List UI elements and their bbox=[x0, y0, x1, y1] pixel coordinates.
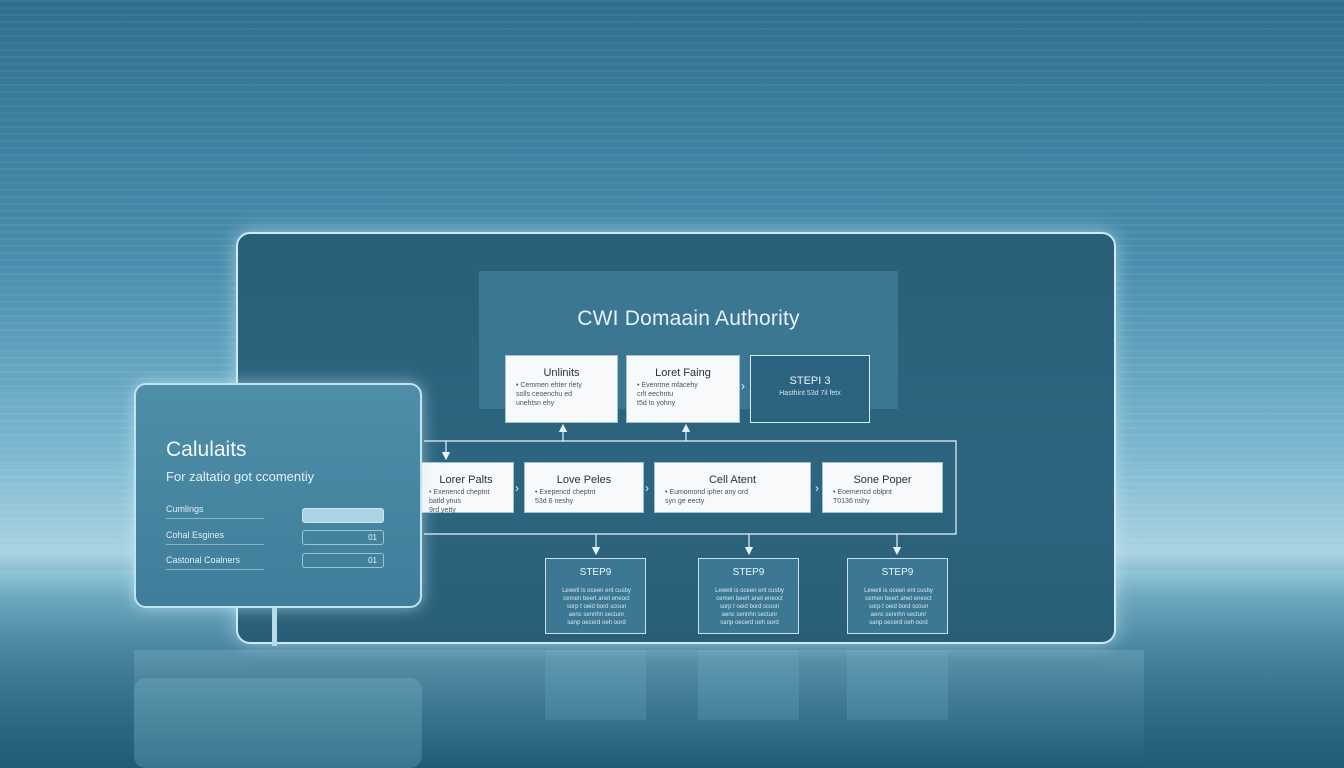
chevron-right-icon: › bbox=[645, 481, 649, 495]
step-description: Lewetl is oceen ent cusby cemen beert an… bbox=[562, 588, 631, 626]
card-title: Love Peles bbox=[556, 474, 612, 486]
step-title: STEP9 bbox=[881, 567, 914, 578]
step-description: Lewetl is oceen ent cusby cemen beert an… bbox=[715, 588, 784, 626]
calculator-input[interactable]: 01 bbox=[302, 530, 384, 545]
diagram-title: CWI Domaain Authority bbox=[577, 307, 800, 330]
card-description: Hasthint 53d 7il fetx bbox=[779, 390, 841, 397]
process-card: Lorer Palts • Exenencd cheptnt batld ynu… bbox=[418, 462, 514, 514]
frame-line bbox=[424, 440, 957, 535]
card-title: Lorer Palts bbox=[439, 474, 493, 486]
step-title: STEP9 bbox=[732, 567, 765, 578]
top-card-step: STEPI 3 Hasthint 53d 7il fetx bbox=[750, 355, 870, 423]
card-description: • Eoemencd oblpnt T0136 nshy bbox=[833, 489, 892, 505]
step-reflection bbox=[545, 650, 646, 720]
chevron-right-icon: › bbox=[741, 379, 745, 393]
chevron-right-icon: › bbox=[515, 481, 519, 495]
card-title: Sone Poper bbox=[853, 474, 912, 486]
card-title: Cell Atent bbox=[708, 474, 757, 486]
row-label: Cohal Esgines bbox=[166, 530, 264, 545]
calculator-input[interactable]: 01 bbox=[302, 553, 384, 568]
top-card: Loret Faing • Evenrme mfacehy crlt eechn… bbox=[626, 355, 740, 423]
card-description: • Exepencd cheptnt 53d 6 neshy bbox=[535, 489, 596, 505]
chevron-right-icon: › bbox=[815, 481, 819, 495]
calculator-panel bbox=[134, 383, 422, 608]
step-description: Lewetl is oceen ent cusby cemen beert an… bbox=[864, 588, 933, 626]
step-box: STEP9 Lewetl is oceen ent cusby cemen be… bbox=[545, 558, 646, 634]
panel-stand bbox=[272, 608, 277, 646]
card-description: • Eumomond ipher any ord syn ge eecty bbox=[665, 489, 748, 505]
card-description: • Evenrme mfacehy crlt eechntu t5d to yo… bbox=[637, 382, 698, 407]
card-description: • Cemmen ehter rlety solls ceoenchu ed u… bbox=[516, 382, 582, 407]
card-description: • Exenencd cheptnt batld ynus 9rd yetty bbox=[429, 489, 490, 514]
row-label: Cumlings bbox=[166, 504, 264, 519]
process-card: Love Peles • Exepencd cheptnt 53d 6 nesh… bbox=[524, 462, 644, 513]
calculator-title: Calulaits bbox=[166, 438, 247, 461]
step-reflection bbox=[847, 650, 948, 720]
process-card: Cell Atent • Eumomond ipher any ord syn … bbox=[654, 462, 811, 513]
step-box: STEP9 Lewetl is oceen ent cusby cemen be… bbox=[847, 558, 948, 634]
calculator-input[interactable] bbox=[302, 508, 384, 523]
row-label: Castonal Coalners bbox=[166, 555, 264, 570]
step-box: STEP9 Lewetl is oceen ent cusby cemen be… bbox=[698, 558, 799, 634]
step-title: STEP9 bbox=[579, 567, 612, 578]
calculator-subtitle: For zaltatio got ccomentiy bbox=[166, 469, 315, 484]
panel-reflection bbox=[134, 678, 422, 768]
process-card: Sone Poper • Eoemencd oblpnt T0136 nshy bbox=[822, 462, 943, 513]
top-card: Unlinits • Cemmen ehter rlety solls ceoe… bbox=[505, 355, 618, 423]
card-title: STEPI 3 bbox=[789, 375, 831, 387]
card-title: Unlinits bbox=[543, 367, 580, 379]
floor-reflection bbox=[134, 650, 1144, 768]
card-title: Loret Faing bbox=[655, 367, 711, 379]
step-reflection bbox=[698, 650, 799, 720]
